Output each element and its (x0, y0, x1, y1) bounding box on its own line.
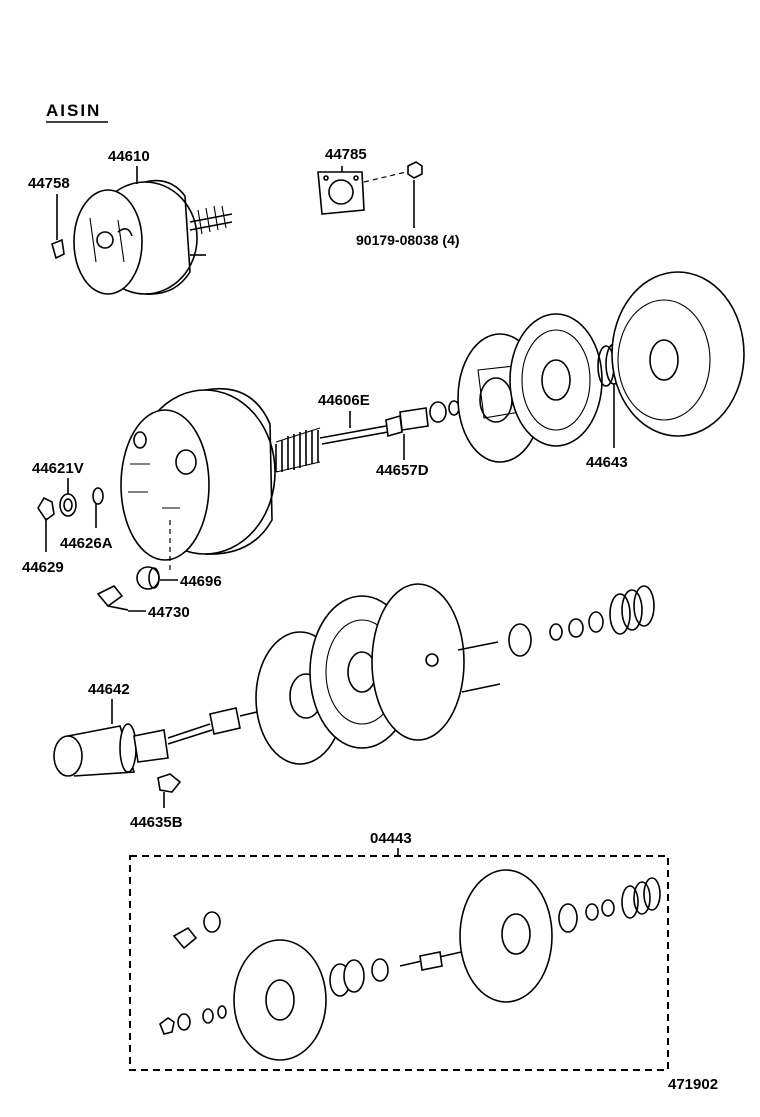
push-rod-drawing (319, 400, 460, 445)
rear-shell-drawing (120, 388, 276, 561)
label-valve-body-seal: 44657D (376, 462, 429, 479)
nut-drawing (363, 161, 423, 228)
label-clip-upper: 44758 (28, 175, 70, 192)
kit-contents-drawing (159, 869, 661, 1061)
lower-plates-drawing (255, 583, 501, 765)
clip-lower-drawing (37, 496, 55, 522)
label-kit: 04443 (370, 830, 412, 847)
seal-set-drawing (508, 585, 655, 657)
label-booster-assembly: 44610 (108, 148, 150, 165)
gasket-drawing (317, 166, 365, 215)
label-nut: 90179-08038 (4) (356, 232, 460, 248)
label-grommet: 44696 (180, 573, 222, 590)
key-clip-drawing (157, 773, 182, 793)
label-clip-lower: 44629 (22, 559, 64, 576)
diagram-id: 471902 (668, 1076, 718, 1093)
grommet-drawing (136, 566, 160, 590)
label-retainer-ring: 44626A (60, 535, 113, 552)
label-gasket: 44785 (325, 146, 367, 163)
diaphragm-plate-drawing (509, 313, 603, 447)
label-seal-front: 44621V (32, 460, 84, 477)
diaphragm-spring-drawing (275, 427, 321, 473)
check-valve-drawing (96, 584, 129, 611)
retainer-ring-drawing (92, 487, 104, 505)
label-valve-assembly: 44642 (88, 681, 130, 698)
label-return-spring: 44643 (586, 454, 628, 471)
booster-assembly-drawing (73, 179, 233, 295)
seal-front-drawing (59, 493, 77, 517)
label-check-valve: 44730 (148, 604, 190, 621)
front-shell-drawing (611, 271, 745, 437)
brand-label: AISIN (46, 101, 101, 120)
label-key-clip: 44635B (130, 814, 183, 831)
clip-upper-drawing (51, 194, 65, 260)
valve-assembly-drawing (53, 703, 291, 777)
label-push-rod: 44606E (318, 392, 370, 409)
kit-box (129, 855, 669, 1071)
